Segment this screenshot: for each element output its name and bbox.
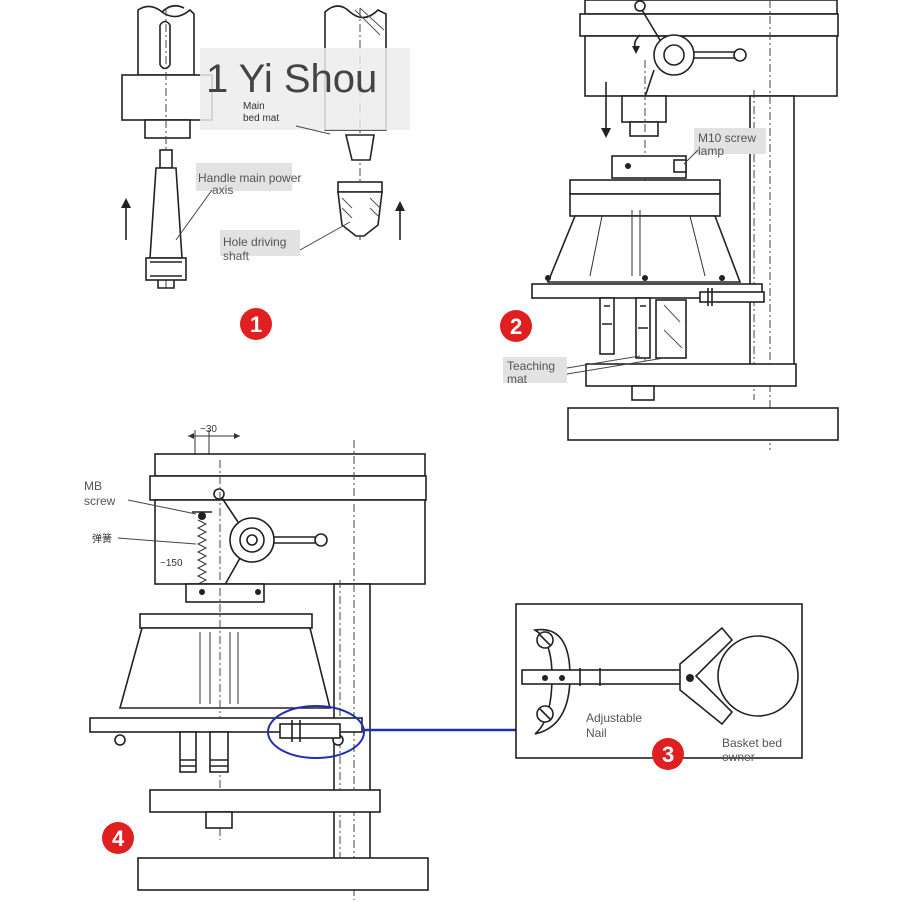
panel-1-spindle-detail: 1 Yi Shou Main bed mat Handle main power… [121, 4, 410, 340]
step-badge-3-text: 3 [662, 742, 674, 767]
label-m10-screw-line2: lamp [698, 144, 724, 158]
label-spring: 弹簧 [92, 532, 112, 545]
label-mb-screw-line1: MB [84, 479, 102, 493]
watermark-text: 1 Yi Shou [206, 57, 377, 101]
panel-3-nail-zoom: Adjustable Nail Basket bed owner 3 [515, 603, 803, 770]
label-basket-bed-owner-line2: owner [722, 750, 755, 764]
label-main-bed-mat-line2: bed mat [243, 113, 279, 124]
step-badge-4-text: 4 [112, 826, 125, 851]
label-adjustable-nail-line1: Adjustable [586, 711, 642, 725]
step-badge-2-text: 2 [510, 314, 522, 339]
label-hole-driving-line1: Hole driving [223, 235, 286, 249]
label-teaching-mat-line1: Teaching [507, 359, 555, 373]
label-handle-main-power-line2: axis [212, 183, 233, 197]
label-handle-main-power-line1: Handle main power [198, 171, 301, 185]
label-m10-screw-line1: M10 screw [698, 131, 756, 145]
label-main-bed-mat-line1: Main [243, 101, 265, 112]
step-badge-1 [240, 308, 272, 340]
label-adjustable-nail-line2: Nail [586, 726, 607, 740]
label-teaching-mat-line2: mat [507, 372, 528, 386]
step-badge-4 [102, 822, 134, 854]
label-hole-driving-line2: shaft [223, 249, 250, 263]
dim-150-label: ~150 [160, 558, 183, 569]
panel-4-drill-press: ~30 ~150 [84, 424, 516, 900]
panel-2-drill-head: M10 screw lamp Teaching mat 2 [500, 0, 839, 450]
dim-30-label: ~30 [200, 424, 217, 435]
step-badge-3 [652, 738, 684, 770]
label-basket-bed-owner-line1: Basket bed [722, 736, 782, 750]
step-badge-2 [500, 310, 532, 342]
label-mb-screw-line2: screw [84, 494, 116, 508]
step-badge-1-text: 1 [250, 312, 262, 337]
